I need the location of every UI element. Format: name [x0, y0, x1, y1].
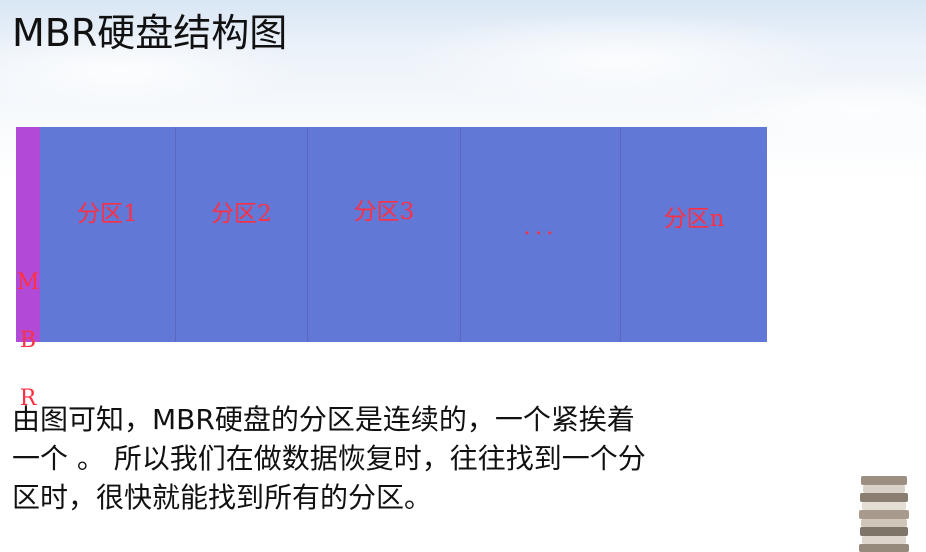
explanation-line: 区时，很快就能找到所有的分区。 [12, 481, 433, 514]
partition-label: 分区n [663, 206, 725, 232]
partition-2: 分区2 [176, 127, 308, 342]
mbr-segment: M B R [16, 127, 40, 411]
partition-ellipsis: ... [461, 127, 621, 342]
slide-title: MBR硬盘结构图 [12, 11, 288, 55]
book-stack-icon [859, 476, 909, 552]
explanation-line: 一个 。 所以我们在做数据恢复时，往往找到一个分 [12, 442, 646, 475]
explanation-paragraph: 由图可知，MBR硬盘的分区是连续的，一个紧挨着 一个 。 所以我们在做数据恢复时… [12, 400, 912, 517]
partition-label: ... [523, 214, 558, 240]
mbr-letter-m: M [16, 270, 40, 295]
mbr-letter-r: R [19, 386, 37, 411]
partition-label: 分区3 [353, 199, 415, 225]
mbr-letter-b: B [19, 328, 37, 353]
partition-1: 分区1 [40, 127, 176, 342]
partition-label: 分区2 [211, 201, 272, 227]
partition-3: 分区3 [308, 127, 461, 342]
partition-n: 分区n [621, 127, 767, 342]
partition-label: 分区1 [77, 201, 138, 227]
mbr-disk-diagram: M B R 分区1 分区2 分区3 ... 分区n [16, 127, 767, 411]
explanation-line: 由图可知，MBR硬盘的分区是连续的，一个紧挨着 [12, 403, 635, 436]
